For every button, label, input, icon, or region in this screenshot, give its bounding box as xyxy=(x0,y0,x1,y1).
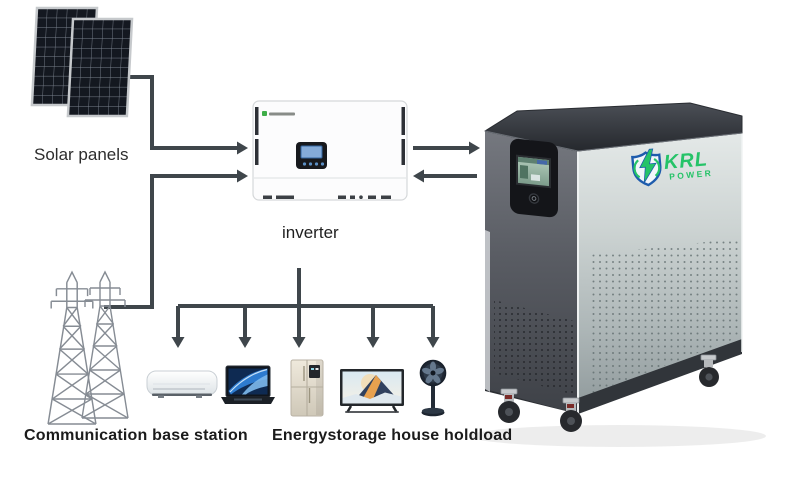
caster-wheels xyxy=(498,354,719,432)
pylon-front xyxy=(47,271,97,425)
battery-cabinet-icon: KRL POWER xyxy=(470,102,766,447)
battery-brand-subtext: POWER xyxy=(669,168,714,182)
communication-base-station-label: Communication base station xyxy=(24,427,248,444)
caster-wheel xyxy=(498,388,520,423)
arrowheads xyxy=(171,141,480,348)
caster-wheel xyxy=(699,354,719,387)
pylon-back xyxy=(81,271,129,419)
battery-power-button xyxy=(528,193,540,204)
battery-front-vents xyxy=(590,238,742,394)
caster-wheel xyxy=(560,397,582,432)
transmission-tower-icon xyxy=(47,271,129,425)
inverter-ports xyxy=(263,195,391,199)
inverter-display xyxy=(296,142,327,169)
inverter-label: inverter xyxy=(282,223,339,242)
solar-panels-label: Solar panels xyxy=(34,145,129,164)
solar-panel-icon xyxy=(30,6,134,118)
flow-solar-to-inverter xyxy=(127,75,237,150)
battery-control-panel xyxy=(510,138,558,218)
tv-screen xyxy=(342,371,402,404)
air-conditioner-icon xyxy=(146,370,218,398)
flow-tower-to-inverter xyxy=(104,174,237,309)
lightning-bolt-icon xyxy=(639,148,657,184)
inverter-heatsink-fins xyxy=(255,107,405,165)
inverter-brand-mark xyxy=(262,111,295,116)
television-icon xyxy=(340,369,404,413)
krl-power-logo: KRL POWER xyxy=(631,148,714,187)
battery-shadow xyxy=(470,425,766,447)
battery-side-vents xyxy=(494,300,578,396)
connector-lines xyxy=(104,75,477,337)
solar-panel-front xyxy=(66,17,134,118)
inverter-icon xyxy=(252,100,408,201)
laptop-icon xyxy=(221,365,275,404)
standing-fan-icon xyxy=(419,359,447,417)
refrigerator-icon xyxy=(290,359,324,417)
fan-blades xyxy=(421,361,445,384)
battery-brand-text: KRL xyxy=(663,148,709,174)
household-load-label: Energystorage house holdload xyxy=(272,427,513,444)
